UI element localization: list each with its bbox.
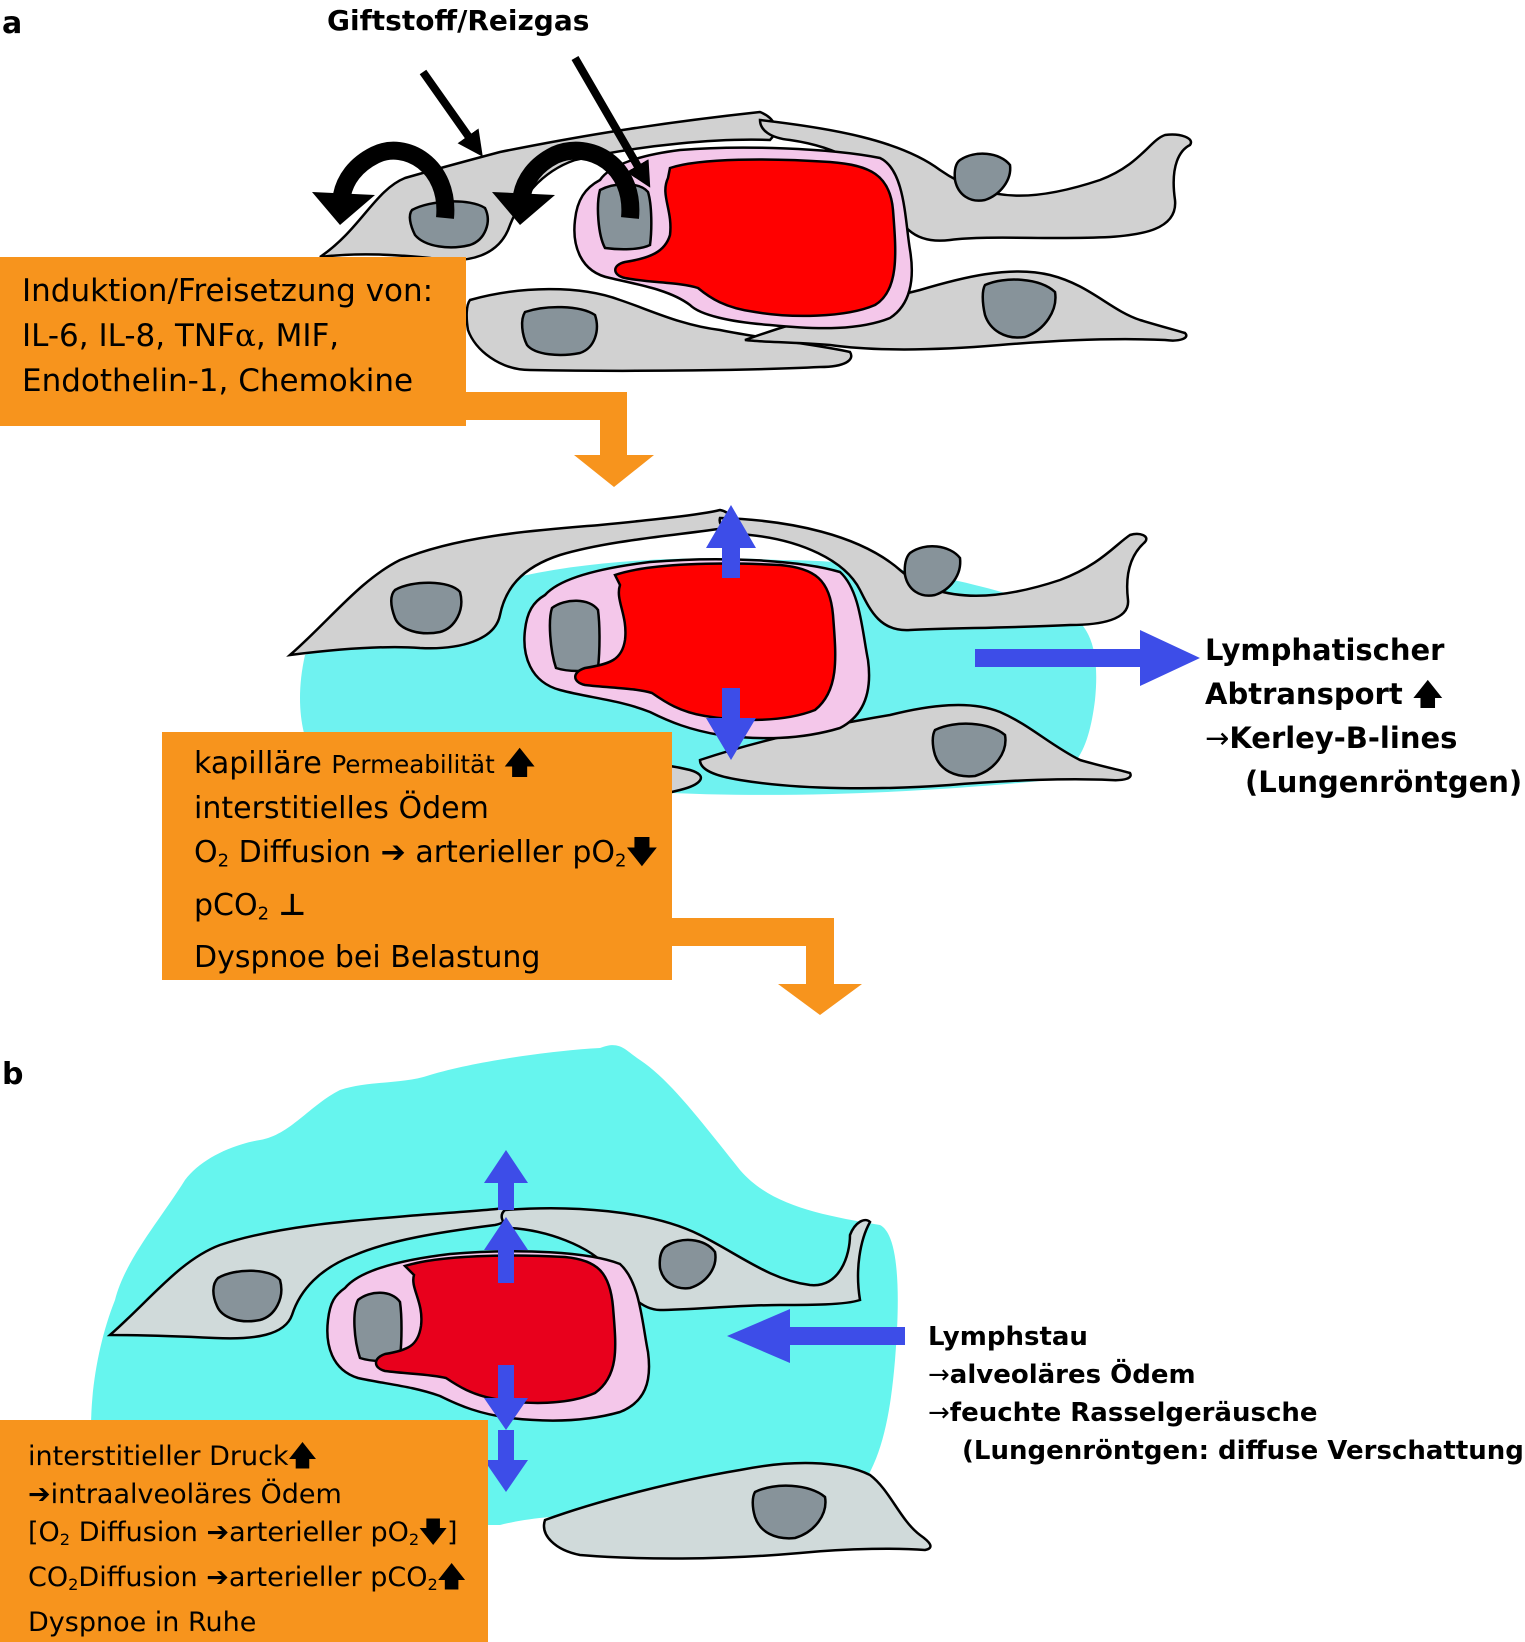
right-arrow-icon: ➔ [28,1479,51,1510]
lymph-stasis-text: Lymphstau →alveoläres Ödem →feuchte Rass… [928,1318,1525,1470]
lymph-line-4: (Lungenröntgen) [1245,765,1523,799]
permeability-line-2: interstitielles Ödem [194,791,489,826]
pressure-line-1: interstitieller Druck🡅 [28,1438,488,1476]
perpendicular-icon: ⊥ [278,887,307,923]
blue-arrow [484,1217,528,1283]
permeability-line-3: O2 Diffusion ➔ arterieller pO2🡇 [194,831,672,884]
blue-arrow [706,688,756,760]
cytokine-line-3: Endothelin-1, Chemokine [22,363,414,399]
lymph-stasis-line-4: (Lungenröntgen: diffuse Verschattung) [962,1436,1525,1466]
cytokine-line-1: Induktion/Freisetzung von: [22,273,434,309]
alveolar-cell [744,270,1188,351]
up-arrow-icon: 🡅 [504,746,536,781]
blue-arrow [484,1150,528,1210]
lymph-transport-text: Lymphatischer Abtransport 🡅 →Kerley-B-li… [1205,628,1522,804]
blue-arrow [484,1365,528,1430]
lymph-stasis-line-2: →alveoläres Ödem [928,1360,1196,1390]
curved-arrow-head [492,192,555,225]
lymph-line-2: Abtransport 🡅 [1205,672,1522,716]
curved-arrow-head [312,192,375,225]
erythrocyte [574,562,837,722]
toxin-arrows [312,55,651,225]
toxin-label: Giftstoff/Reizgas [327,4,590,37]
blue-arrow [727,1309,905,1363]
panel-label-b: b [2,1057,24,1092]
blue-arrow [706,505,756,578]
cytokine-box: Induktion/Freisetzung von: IL-6, IL-8, T… [0,257,466,426]
right-arrow-icon: ➔ [206,1562,229,1594]
erythrocyte [614,158,897,318]
up-arrow-icon: 🡅 [1412,677,1443,711]
permeability-line-5: Dyspnoe bei Belastung [194,940,541,975]
pressure-box: interstitieller Druck🡅 ➔intraalveoläres … [0,1420,488,1642]
nucleus [658,1238,717,1290]
nucleus [212,1269,283,1323]
alveolar-cell [106,1206,511,1340]
right-arrow-icon: ➔ [380,835,406,870]
nucleus [520,305,599,357]
nucleus [548,599,601,673]
pressure-line-4: CO2Diffusion ➔arterieller pCO2🡅 [28,1559,488,1604]
lymph-stasis-line-3: →feuchte Rasselgeräusche [928,1398,1318,1428]
panel-label-a: a [2,6,23,41]
curved-arrow [333,141,455,219]
right-arrow-icon: ➔ [206,1517,230,1548]
nucleus [408,200,489,249]
up-arrow-icon: 🡅 [288,1441,317,1472]
alveolar-cell [698,703,1132,790]
lymph-stasis-line-1: Lymphstau [928,1322,1088,1352]
nucleus [931,722,1007,778]
nucleus [981,278,1057,339]
nucleus [903,545,962,597]
alpha-symbol: α [234,318,256,354]
flow-arrow [466,392,654,487]
straight-arrow [419,69,483,157]
blue-arrow [975,630,1200,686]
pressure-line-3: [O2 Diffusion ➔arterieller pO2🡇] [28,1514,488,1559]
blue-arrow [484,1430,528,1492]
nucleus [953,152,1012,202]
lymph-line-1: Lymphatischer [1205,633,1445,667]
curved-arrow [513,141,640,219]
straight-arrow [571,55,651,188]
permeability-line-1: kapilläre Permeabilität 🡅 [194,742,672,787]
nucleus [390,581,463,635]
nucleus [353,1291,403,1363]
pressure-line-5: Dyspnoe in Ruhe [28,1607,257,1639]
permeability-box: kapilläre Permeabilität 🡅 interstitielle… [162,732,672,980]
cytokine-line-2: IL-6, IL-8, TNFα, MIF, [22,318,340,354]
flow-arrow [672,918,862,1015]
nucleus [751,1484,827,1540]
up-arrow-icon: 🡅 [437,1562,466,1594]
down-arrow-icon: 🡇 [626,835,658,870]
alveolar-cell [542,1461,932,1560]
lymph-line-3: →Kerley-B-lines [1205,721,1458,755]
down-arrow-icon: 🡇 [419,1517,447,1548]
pressure-line-2: ➔intraalveoläres Ödem [28,1476,488,1514]
permeability-line-4: pCO2 ⊥ [194,884,672,937]
